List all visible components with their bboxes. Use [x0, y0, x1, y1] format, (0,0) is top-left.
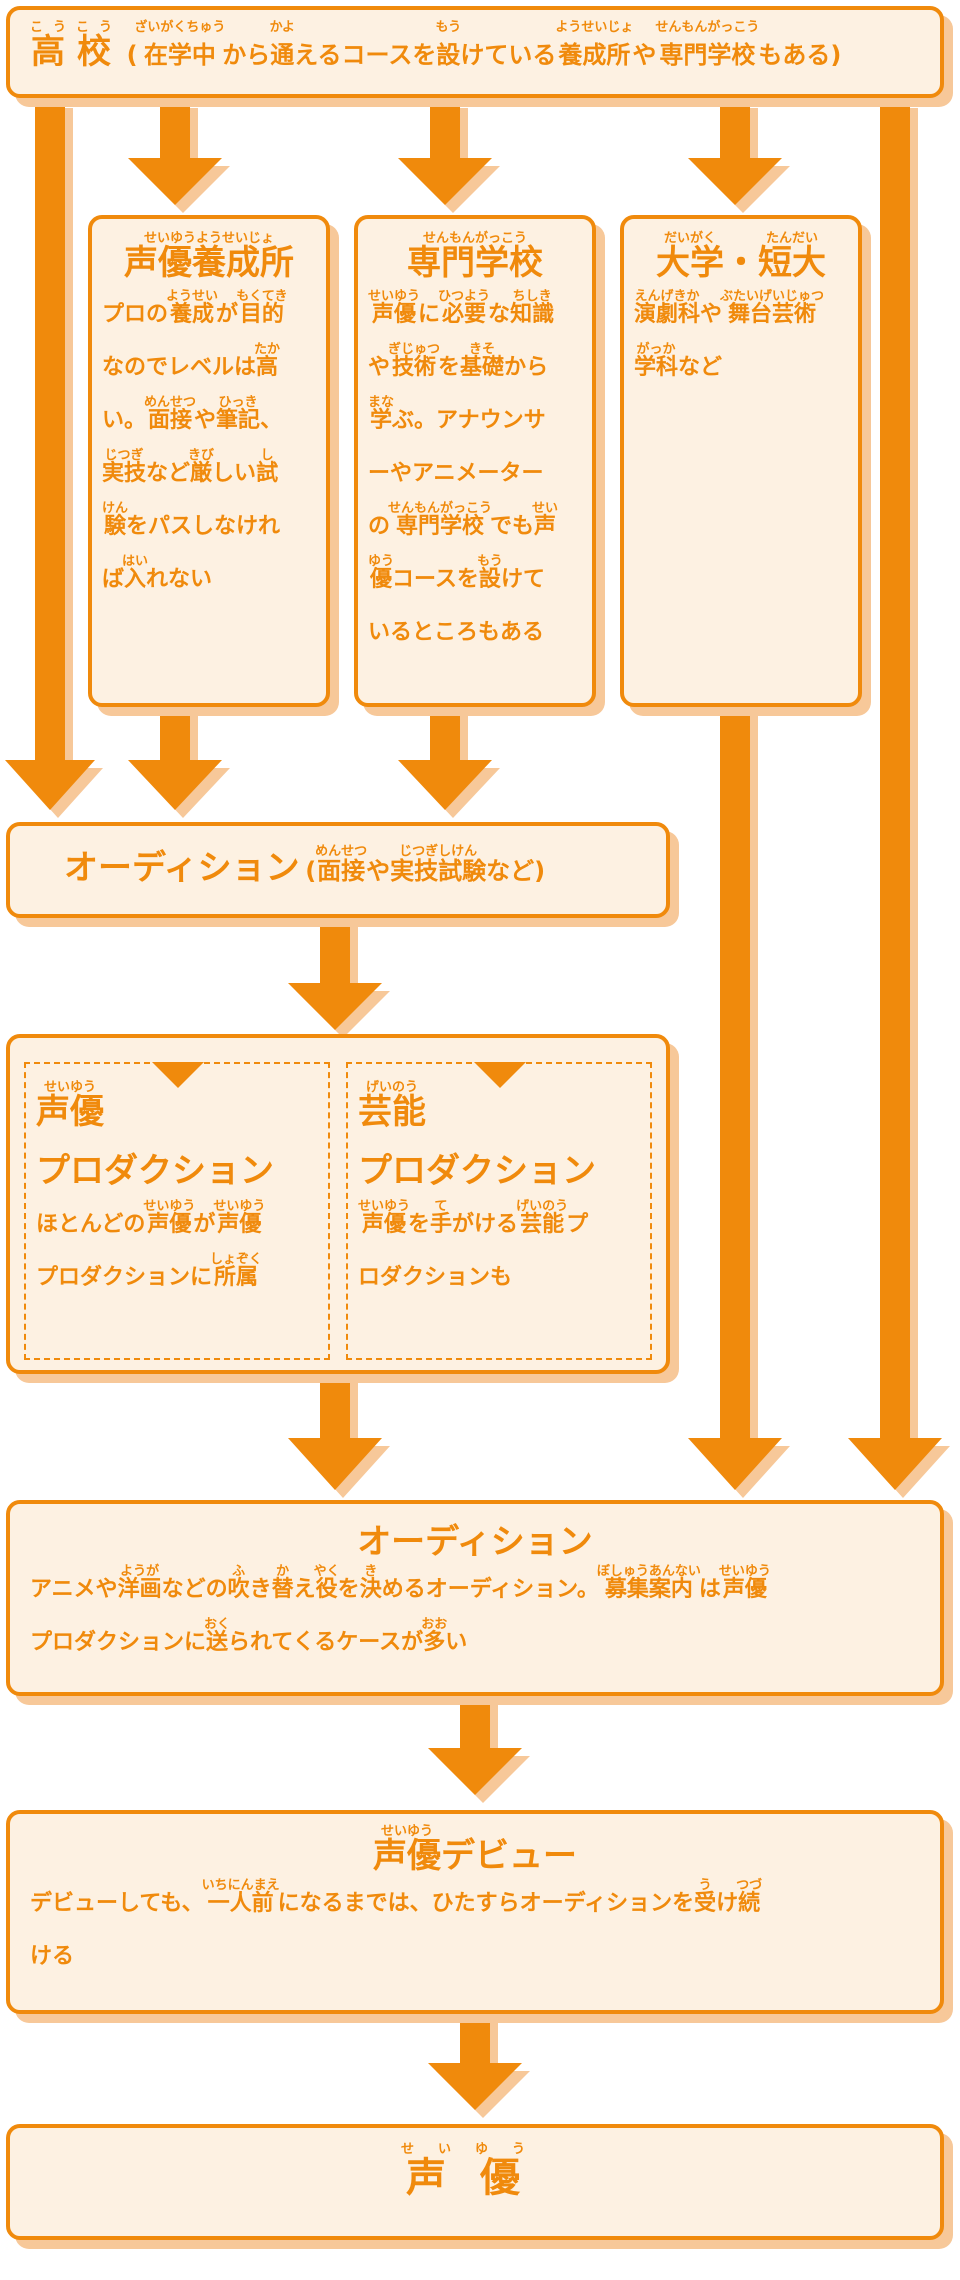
- voice-actor-box: 声せい優ゆう: [6, 2124, 944, 2240]
- text-line: 実技じつぎなど厳きびしい試し: [102, 448, 279, 486]
- university-box: 大学だいがく・短大たんだい 演劇科えんげきかや舞台芸術ぶたいげいじゅつ学科がっか…: [620, 215, 862, 707]
- vocational-school-title: 専門学校せんもんがっこう: [407, 231, 543, 283]
- text-line: プロダクションに所属しょぞく: [36, 1252, 263, 1290]
- voice-production-title1: 声優せいゆう: [36, 1080, 104, 1132]
- audition2-text: アニメや洋画ようがなどの吹ふき替かえ役やくを決きめるオーディション。募集案内ぼし…: [30, 1563, 920, 1669]
- text-line: い。面接めんせつや筆記ひっき、: [102, 395, 283, 433]
- text-line: 優ゆうコースを設もうけて: [368, 554, 545, 592]
- text-line: プロダクションに送おくられてくるケースが多おおい: [30, 1617, 468, 1655]
- text-line: 声優せいゆうを手てがける芸能げいのうプ: [358, 1199, 589, 1237]
- audition2-title: オーディション: [357, 1522, 593, 1562]
- production-box: 声優せいゆう プロダクション ほとんどの声優せいゆうが声優せいゆうプロダクション…: [6, 1034, 670, 1374]
- text-line: デビューしても、一人前いちにんまえになるまでは、ひたすらオーディションを受うけ続…: [30, 1878, 763, 1916]
- training-school-box: 声優養成所せいゆうようせいじょ プロの養成ようせいが目的もくてきなのでレベルは高…: [88, 215, 330, 707]
- text-line: ける: [30, 1944, 75, 1969]
- text-line: や技術ぎじゅつを基礎きそから: [368, 342, 549, 380]
- high-school-title: 高こう校こう: [30, 20, 123, 72]
- text-line: 学科がっかなど: [634, 342, 723, 380]
- text-line: ーやアニメーター: [368, 461, 544, 486]
- text-line: ば入はいれない: [102, 554, 213, 592]
- text-line: ロダクションも: [358, 1265, 513, 1290]
- audition1-box: オーディション (面接めんせつや実技試験じつぎしけんなど): [6, 822, 670, 918]
- debut-title: 声優せいゆうデビュー: [373, 1824, 577, 1876]
- talent-production-text: 声優せいゆうを手てがける芸能げいのうプロダクションも: [358, 1198, 640, 1304]
- debut-box: 声優せいゆうデビュー デビューしても、一人前いちにんまえになるまでは、ひたすらオ…: [6, 1810, 944, 2014]
- voice-production-panel: 声優せいゆう プロダクション ほとんどの声優せいゆうが声優せいゆうプロダクション…: [24, 1062, 330, 1360]
- voice-production-text: ほとんどの声優せいゆうが声優せいゆうプロダクションに所属しょぞく: [36, 1198, 318, 1304]
- text-line: プロの養成ようせいが目的もくてき: [102, 289, 288, 327]
- vocational-school-text: 声優せいゆうに必要ひつような知識ちしきや技術ぎじゅつを基礎きそから学まなぶ。アナ…: [368, 288, 582, 659]
- debut-text: デビューしても、一人前いちにんまえになるまでは、ひたすらオーディションを受うけ続…: [30, 1877, 920, 1983]
- down-triangle-icon: [474, 1062, 526, 1088]
- voice-actor-title: 声せい優ゆう: [400, 2142, 549, 2201]
- training-school-text: プロの養成ようせいが目的もくてきなのでレベルは高たかい。面接めんせつや筆記ひっき…: [102, 288, 316, 606]
- text-line: アニメや洋画ようがなどの吹ふき替かえ役やくを決きめるオーディション。募集案内ぼし…: [30, 1564, 771, 1602]
- voice-production-title2: プロダクション: [36, 1151, 274, 1191]
- talent-production-panel: 芸能げいのう プロダクション 声優せいゆうを手てがける芸能げいのうプロダクション…: [346, 1062, 652, 1360]
- text-line: いるところもある: [368, 620, 545, 645]
- text-line: なのでレベルは高たか: [102, 342, 281, 380]
- down-triangle-icon: [152, 1062, 204, 1088]
- text-line: 学まなぶ。アナウンサ: [368, 395, 546, 433]
- audition2-box: オーディション アニメや洋画ようがなどの吹ふき替かえ役やくを決きめるオーディショ…: [6, 1500, 944, 1696]
- talent-production-title1: 芸能げいのう: [358, 1080, 426, 1132]
- text-line: 声優せいゆうに必要ひつような知識ちしき: [368, 289, 555, 327]
- university-title: 大学だいがく・短大たんだい: [656, 231, 826, 283]
- talent-production-title2: プロダクション: [358, 1151, 596, 1191]
- high-school-box: 高こう校こう (在学中ざいがくちゅうから通かよえるコースを設もうけている養成所よ…: [6, 6, 944, 98]
- audition1-note: (面接めんせつや実技試験じつぎしけんなど): [305, 844, 546, 885]
- text-line: ほとんどの声優せいゆうが声優せいゆう: [36, 1199, 266, 1237]
- text-line: 演劇科えんげきかや舞台芸術ぶたいげいじゅつ: [634, 289, 825, 327]
- high-school-note: (在学中ざいがくちゅうから通かよえるコースを設もうけている養成所ようせいじょや専…: [126, 20, 842, 69]
- vocational-school-box: 専門学校せんもんがっこう 声優せいゆうに必要ひつような知識ちしきや技術ぎじゅつを…: [354, 215, 596, 707]
- text-line: の専門学校せんもんがっこうでも声せい: [368, 501, 559, 539]
- training-school-title: 声優養成所せいゆうようせいじょ: [124, 231, 294, 283]
- university-text: 演劇科えんげきかや舞台芸術ぶたいげいじゅつ学科がっかなど: [634, 288, 848, 394]
- audition1-title: オーディション: [64, 848, 300, 888]
- text-line: 験けんをパスしなけれ: [102, 501, 281, 539]
